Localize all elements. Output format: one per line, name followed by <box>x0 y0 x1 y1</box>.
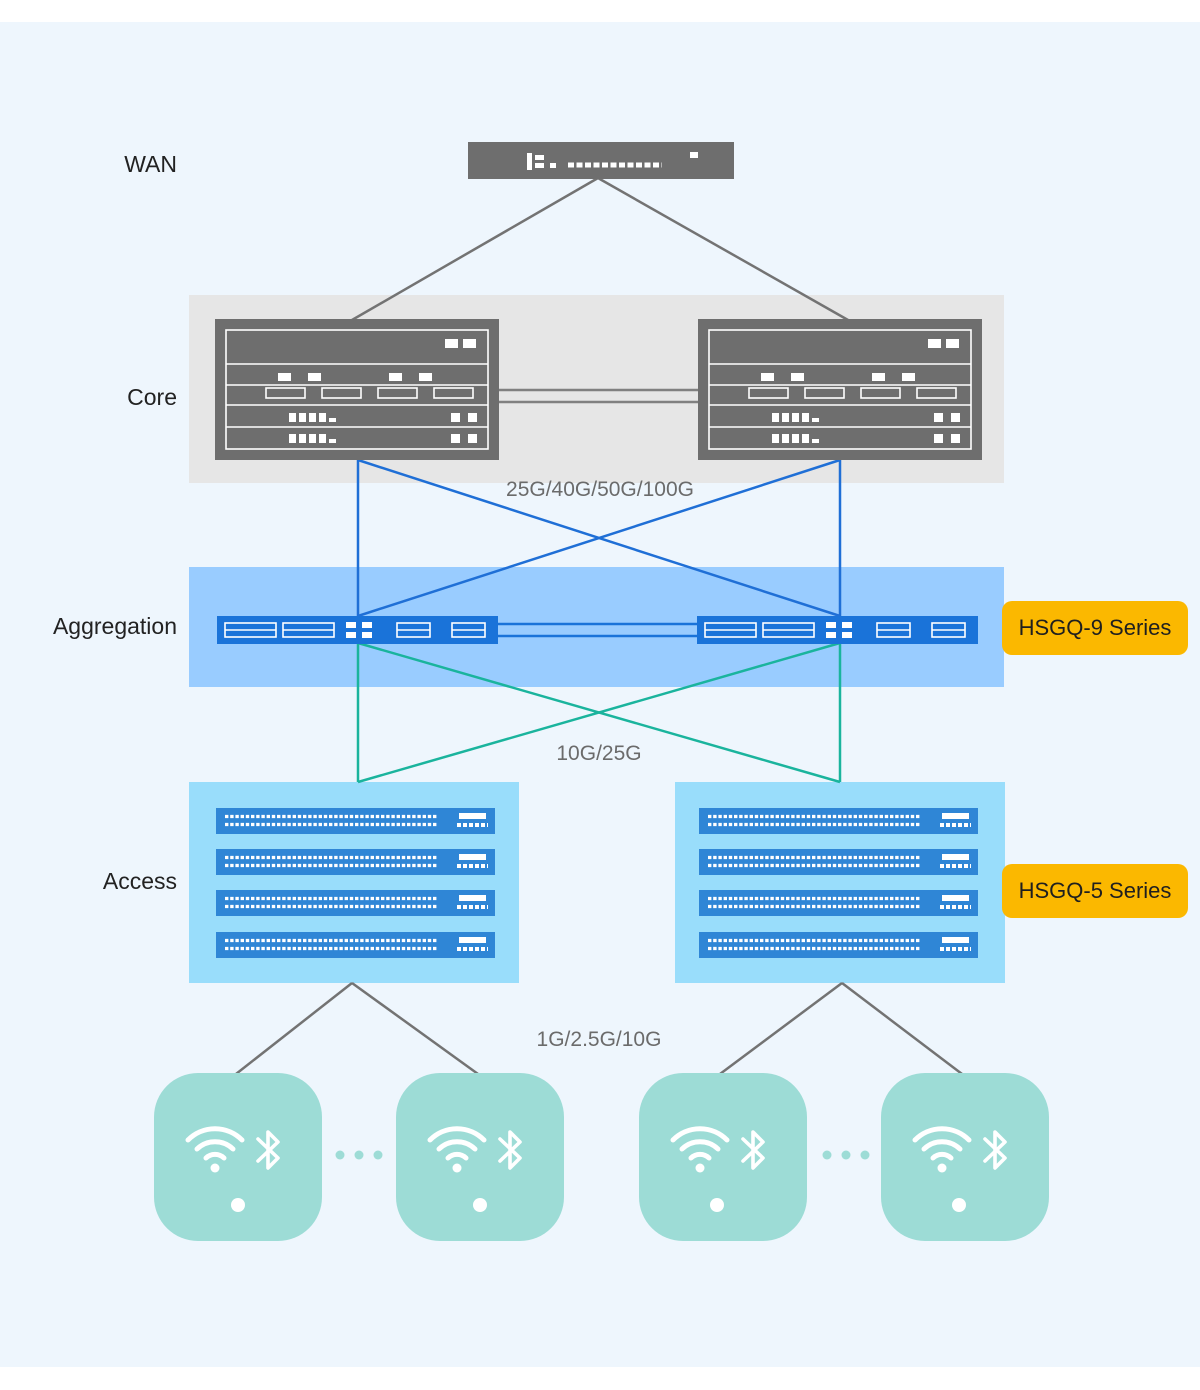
layer-label-core: Core <box>127 384 177 410</box>
aggregation-interconnect <box>496 622 698 638</box>
aggregation-switch-left <box>216 615 499 645</box>
ellipsis-dots-right <box>822 1150 870 1160</box>
core-aggregation-links <box>356 458 842 618</box>
access-point-1 <box>154 1073 322 1241</box>
access-point-3 <box>639 1073 807 1241</box>
wan-router <box>468 142 734 179</box>
series-badge-aggregation: HSGQ-9 Series <box>1002 601 1188 655</box>
layer-label-aggregation: Aggregation <box>52 613 177 639</box>
series-badge-access: HSGQ-5 Series <box>1002 864 1188 918</box>
link-speed-core-aggregation: 25G/40G/50G/100G <box>506 478 694 501</box>
core-interconnect <box>498 388 698 404</box>
link-speed-access-endpoint: 1G/2.5G/10G <box>536 1028 662 1051</box>
layer-label-wan: WAN <box>124 151 177 177</box>
access-switch-stack-right <box>697 806 980 960</box>
access-endpoint-links <box>235 981 963 1076</box>
wan-core-links <box>351 176 849 322</box>
aggregation-access-links <box>356 641 842 784</box>
aggregation-switch-right <box>696 615 979 645</box>
access-point-2 <box>396 1073 564 1241</box>
access-switch-stack-left <box>214 806 497 960</box>
link-speed-aggregation-access: 10G/25G <box>556 742 642 765</box>
core-switch-left <box>214 318 500 461</box>
ellipsis-dots-left <box>335 1150 383 1160</box>
layer-label-access: Access <box>102 868 177 894</box>
access-point-4 <box>881 1073 1049 1241</box>
core-switch-right <box>697 318 983 461</box>
